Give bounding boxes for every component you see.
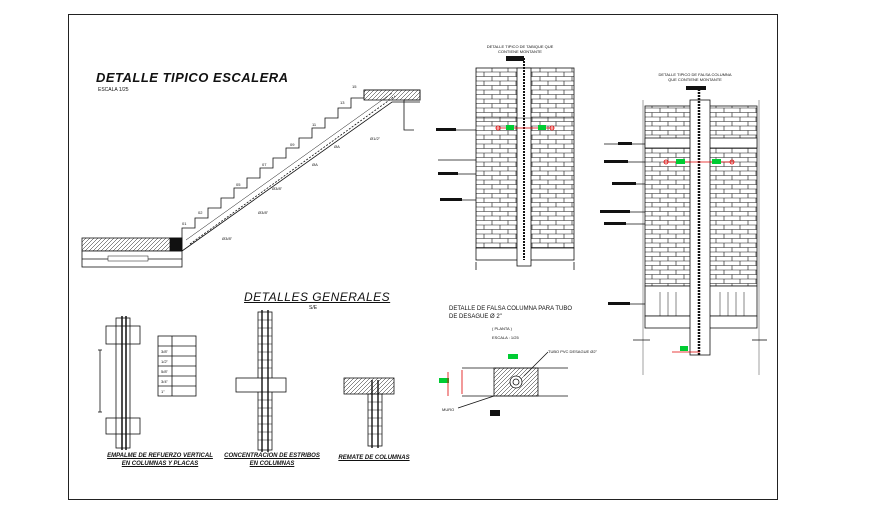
caption-empalme: EMPALME DE REFUERZO VERTICAL EN COLUMNAS… [100,452,220,468]
caption-empalme-line2: EN COLUMNAS Y PLACAS [121,461,199,467]
svg-text:Ø3/8": Ø3/8" [222,236,233,241]
caption-empalme-line1: EMPALME DE REFUERZO VERTICAL [107,453,213,459]
empalme-column-detail [98,316,197,450]
svg-text:Ø1/2": Ø1/2" [370,136,381,141]
table-diam-2: 1/2" [161,359,169,364]
muro-label: MURO [442,407,455,412]
svg-text:02: 02 [198,210,203,215]
table-diam-4: 3/4" [161,379,169,384]
caption-estribos-line2: EN COLUMNAS [249,461,295,467]
svg-text:15: 15 [352,84,357,89]
falsa-tubo-line1: DETALLE DE FALSA COLUMNA PARA TUBO [449,306,573,312]
tubo-pvc-label: TUBO PVC DESAGUE Ø2" [548,349,597,354]
general-details-scale: S/E [309,305,318,311]
tabique-title-line2: CONTIENE MONTANTE [498,49,542,54]
table-diam-5: 1" [161,389,165,394]
stair-detail-scale: ESCALA 1/25 [98,87,129,93]
drawing-frame [68,14,778,500]
svg-text:05: 05 [236,182,241,187]
falsa-tubo-escala: ESCALA : 1/25 [492,335,519,340]
svg-text:07: 07 [262,162,267,167]
falsa-tubo-plan [439,351,568,416]
caption-estribos: CONCENTRACION DE ESTRIBOS EN COLUMNAS [222,452,322,468]
estribos-column-detail [235,310,287,452]
falsa-detail-title: DETALLE TIPICO DE FALSA COLUMNA QUE CONT… [635,72,755,82]
svg-text:Ø3/8": Ø3/8" [272,186,283,191]
falsa-tubo-line2: DE DESAGUE Ø 2" [449,314,502,320]
stair-steps [181,89,421,238]
svg-text:01: 01 [182,221,187,226]
svg-text:ØA: ØA [334,144,340,149]
falsa-tubo-title: DETALLE DE FALSA COLUMNA PARA TUBO DE DE… [449,305,572,321]
svg-text:ØA: ØA [312,162,318,167]
tabique-title-line1: DETALLE TIPICO DE TABIQUE QUE [486,44,554,49]
falsa-tubo-planta: ( PLANTA ) [492,326,512,331]
stair-section: 01 02 05 07 09 11 13 15 Ø1/2" ØA ØA Ø3/8" Ø3/8… [81,84,421,268]
table-diam-3: 5/8" [161,369,169,374]
falsa-title-line2: QUE CONTIENE MONTANTE [668,77,722,82]
svg-text:11: 11 [312,122,317,127]
table-diam-1: 3/8" [161,349,169,354]
stair-detail-title: DETALLE TIPICO ESCALERA [96,70,289,85]
tabique-detail-title: DETALLE TIPICO DE TABIQUE QUE CONTIENE M… [470,44,570,54]
empalme-table-diameters: 3/8" 1/2" 5/8" 3/4" 1" [161,349,169,394]
falsa-title-line1: DETALLE TIPICO DE FALSA COLUMNA [658,72,732,77]
svg-text:Ø3/8": Ø3/8" [258,210,269,215]
caption-estribos-line1: CONCENTRACION DE ESTRIBOS [224,453,320,459]
remate-column-detail [343,377,395,448]
general-details-title: DETALLES GENERALES [244,290,391,304]
caption-remate: REMATE DE COLUMNAS [338,455,410,461]
tabique-wall-detail [436,56,575,270]
svg-text:13: 13 [340,100,345,105]
svg-text:09: 09 [290,142,295,147]
falsa-columna-detail [600,86,767,375]
